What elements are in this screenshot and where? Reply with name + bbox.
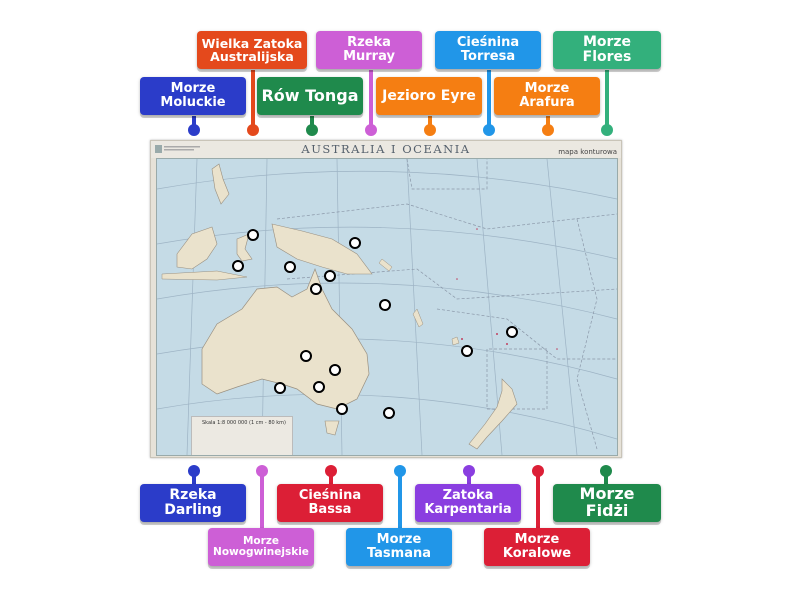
drop-target-13[interactable] [312,380,325,393]
connector-line [604,470,608,484]
drop-target-11[interactable] [328,363,341,376]
label-morze-fidzi[interactable]: Morze Fidżi [553,484,661,522]
drop-target-3[interactable] [231,259,244,272]
map-title: AUSTRALIA I OCEANIA [301,142,471,156]
label-text: Morze Flores [582,34,632,65]
connector-pin [247,124,259,136]
drop-target-8[interactable] [505,325,518,338]
label-ciesnina-torresa[interactable]: Cieśnina Torresa [435,31,541,69]
connector-pin [600,465,612,477]
label-text: Morze Nowogwinejskie [213,534,309,558]
label-text: Morze Koralowe [502,532,572,561]
drop-target-7[interactable] [378,298,391,311]
label-row-tonga[interactable]: Rów Tonga [257,77,363,115]
connector-pin [424,124,436,136]
connector-pin [394,465,406,477]
drop-target-10[interactable] [299,349,312,362]
connector-pin [601,124,613,136]
drop-target-15[interactable] [382,406,395,419]
label-wielka-zatoka-australijska[interactable]: Wielka Zatoka Australijska [197,31,307,69]
label-text: Morze Tasmana [366,532,432,561]
connector-line [605,70,609,128]
map-header: AUSTRALIA I OCEANIA mapa konturowa [151,141,621,158]
label-morze-flores[interactable]: Morze Flores [553,31,661,69]
label-text: Morze Fidżi [579,484,635,520]
connector-pin [188,124,200,136]
connector-line [428,116,432,128]
label-rzeka-murray[interactable]: Rzeka Murray [316,31,422,69]
connector-pin [306,124,318,136]
map-geography [157,159,617,455]
connector-pin [483,124,495,136]
drop-target-6[interactable] [309,282,322,295]
connector-line [260,470,264,528]
label-text: Jezioro Eyre [382,87,476,104]
connector-line [536,470,540,528]
label-morze-nowogwinejskie[interactable]: Morze Nowogwinejskie [208,528,314,566]
label-ciesnina-bassa[interactable]: Cieśnina Bassa [277,484,383,522]
label-text: Zatoka Karpentaria [424,488,512,517]
connector-line [546,116,550,128]
connector-line [192,116,196,128]
label-text: Cieśnina Bassa [298,488,362,517]
map-subtitle: mapa konturowa [558,148,617,156]
drop-target-12[interactable] [273,381,286,394]
label-zatoka-karpentaria[interactable]: Zatoka Karpentaria [415,484,521,522]
connector-line [487,70,491,128]
connector-pin [256,465,268,477]
label-morze-koralowe[interactable]: Morze Koralowe [484,528,590,566]
drop-target-9[interactable] [460,344,473,357]
drop-target-14[interactable] [335,402,348,415]
connector-line [398,470,402,528]
label-text: Morze Moluckie [160,81,226,110]
connector-line [329,470,333,484]
label-text: Wielka Zatoka Australijska [201,35,303,64]
label-text: Morze Arafura [519,81,575,110]
label-morze-tasmana[interactable]: Morze Tasmana [346,528,452,566]
label-text: Rów Tonga [261,85,359,105]
label-text: Cieśnina Torresa [456,35,520,64]
drop-target-5[interactable] [323,269,336,282]
publisher-logo-icon [155,145,200,153]
map-legend: Skala 1:8 000 000 (1 cm - 80 km) [191,416,293,455]
connector-line [467,470,471,484]
connector-pin [463,465,475,477]
map-image: AUSTRALIA I OCEANIA mapa konturowa [150,140,622,458]
label-text: Rzeka Murray [343,35,395,64]
label-jezioro-eyre[interactable]: Jezioro Eyre [376,77,482,115]
connector-pin [365,124,377,136]
connector-pin [542,124,554,136]
connector-line [192,470,196,484]
connector-line [251,70,255,128]
drop-target-4[interactable] [283,260,296,273]
connector-pin [325,465,337,477]
connector-line [310,116,314,128]
drop-target-1[interactable] [246,228,259,241]
label-morze-arafura[interactable]: Morze Arafura [494,77,600,115]
drop-target-2[interactable] [348,236,361,249]
label-text: Rzeka Darling [164,487,222,518]
label-rzeka-darling[interactable]: Rzeka Darling [140,484,246,522]
connector-pin [188,465,200,477]
label-morze-moluckie[interactable]: Morze Moluckie [140,77,246,115]
connector-line [369,70,373,128]
connector-pin [532,465,544,477]
map-scale: Skala 1:8 000 000 (1 cm - 80 km) [202,420,286,426]
